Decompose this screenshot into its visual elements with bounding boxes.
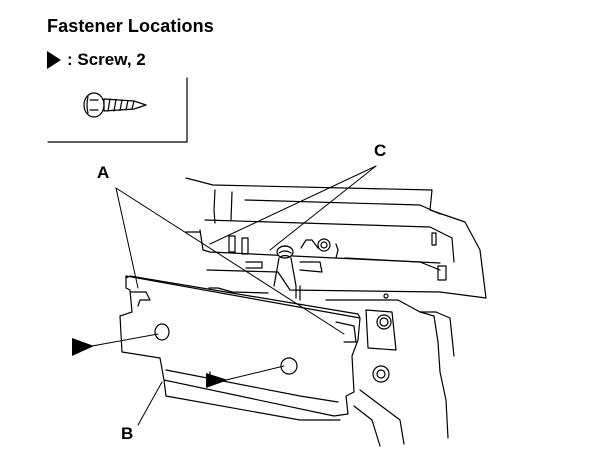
- legend-box: [47, 77, 188, 143]
- callout-b: B: [121, 424, 134, 443]
- leader-lines: [91, 165, 377, 426]
- callout-c: C: [374, 141, 387, 160]
- screw-location-markers: [72, 338, 228, 388]
- screw-marker-icon: [47, 51, 61, 69]
- screw-icon: [83, 92, 147, 118]
- page-title: Fastener Locations: [47, 16, 214, 36]
- dashboard-structure: [185, 177, 487, 447]
- legend-row: : Screw, 2: [47, 50, 146, 70]
- screw-marker-bottom: [206, 373, 228, 388]
- cover-panel-b: [119, 275, 361, 421]
- legend-label: : Screw, 2: [67, 50, 146, 69]
- callout-a: A: [97, 163, 110, 182]
- screw-marker-left: [72, 338, 94, 356]
- clip-c: [273, 238, 331, 287]
